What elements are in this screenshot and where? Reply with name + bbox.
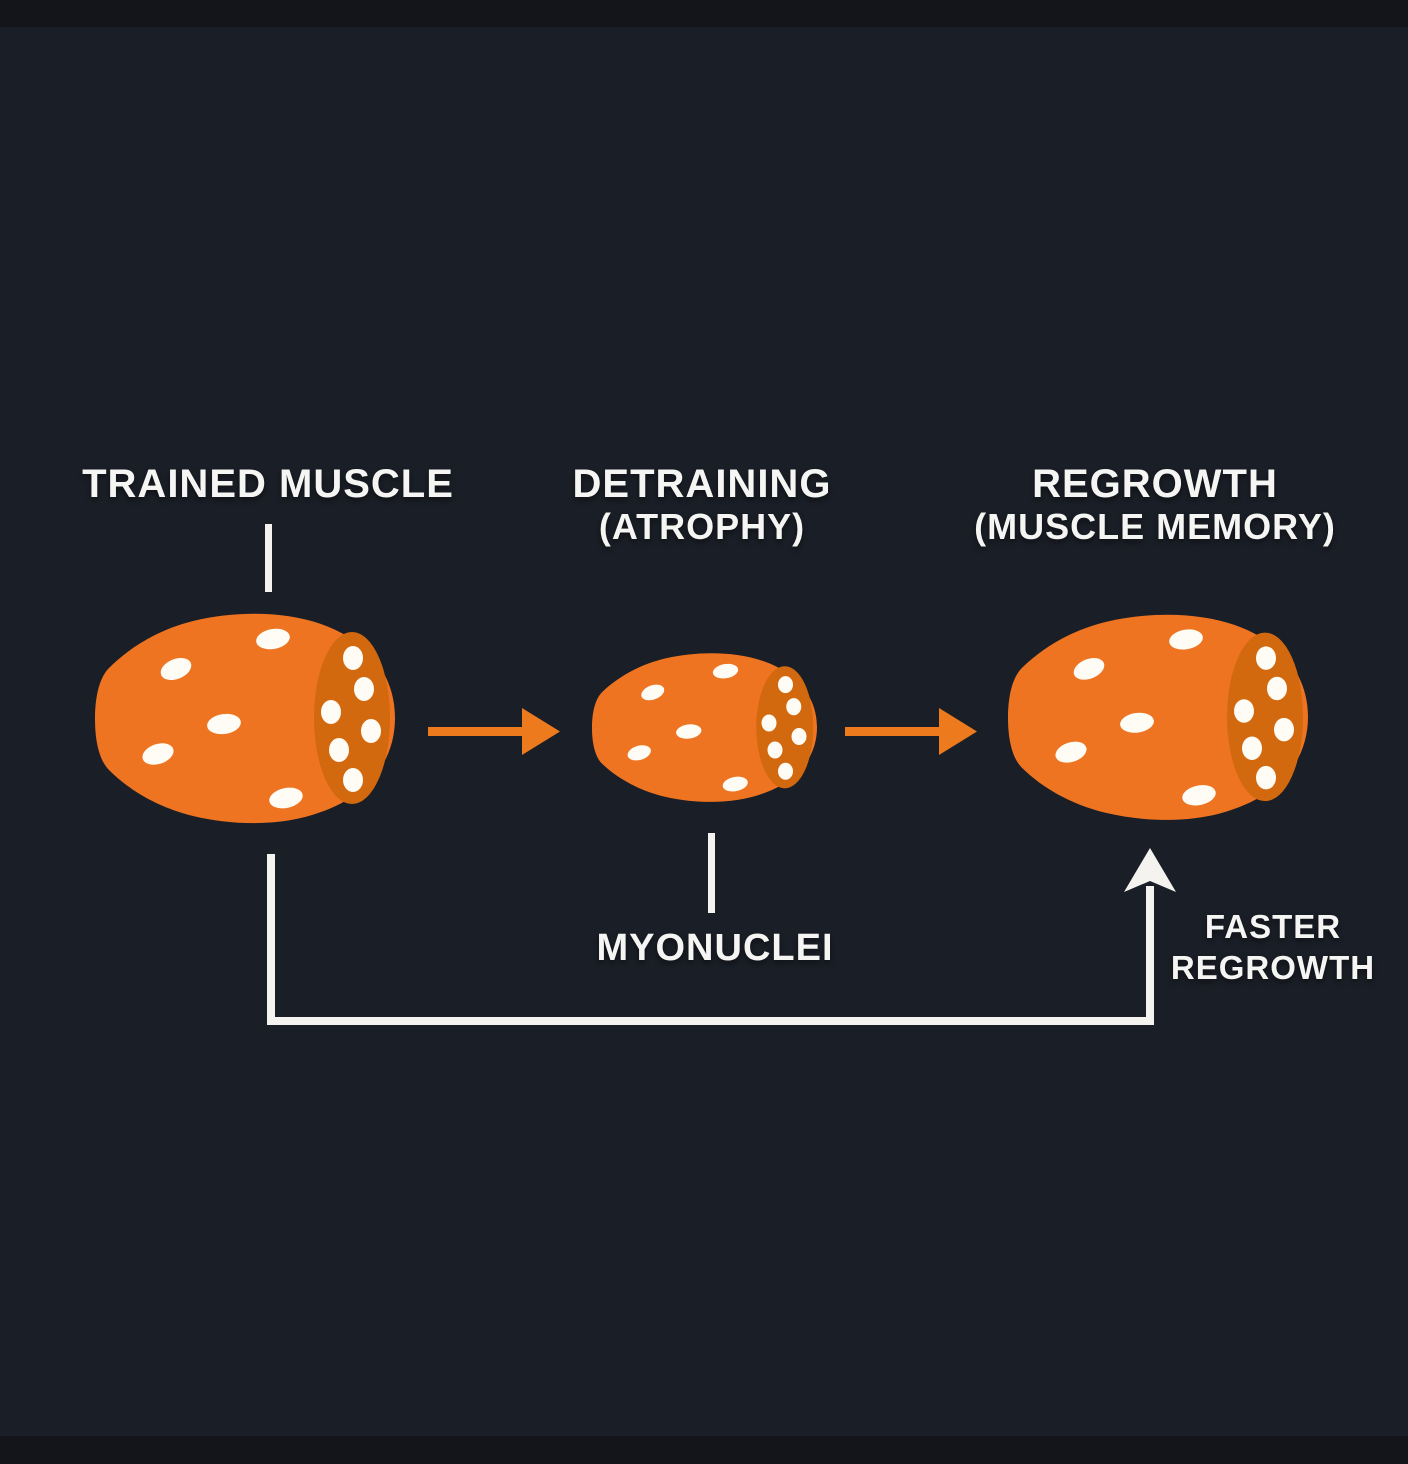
stage-title-trained-muscle: TRAINED MUSCLE xyxy=(82,462,454,506)
stage-title-regrowth: REGROWTH xyxy=(1032,462,1278,506)
faster-regrowth-label: FASTER REGROWTH xyxy=(1158,906,1388,988)
flow-arrow-detraining-to-regrowth xyxy=(845,708,977,755)
flow-arrow-trained-to-detraining xyxy=(428,708,560,755)
feedback-loop-line xyxy=(267,854,1154,1025)
stage-title-detraining: DETRAINING xyxy=(572,462,832,506)
faster-regrowth-label-line1: FASTER xyxy=(1204,908,1342,945)
bottom-letterbox-bar xyxy=(0,1436,1408,1464)
myonuclei-pointer-line xyxy=(708,833,715,913)
feedback-loop-arrowhead-icon xyxy=(1124,848,1176,892)
stage-subtitle-atrophy: (ATROPHY) xyxy=(598,506,806,547)
faster-regrowth-label-line2: REGROWTH xyxy=(1170,949,1376,986)
trained-muscle-illustration xyxy=(95,613,395,824)
myonuclei-label: MYONUCLEI xyxy=(596,927,834,969)
trained-muscle-pointer-line xyxy=(265,524,272,592)
top-letterbox-bar xyxy=(0,0,1408,27)
detraining-muscle-illustration xyxy=(592,653,817,802)
stage-subtitle-muscle-memory: (MUSCLE MEMORY) xyxy=(974,506,1336,547)
regrowth-muscle-illustration xyxy=(1008,614,1308,820)
